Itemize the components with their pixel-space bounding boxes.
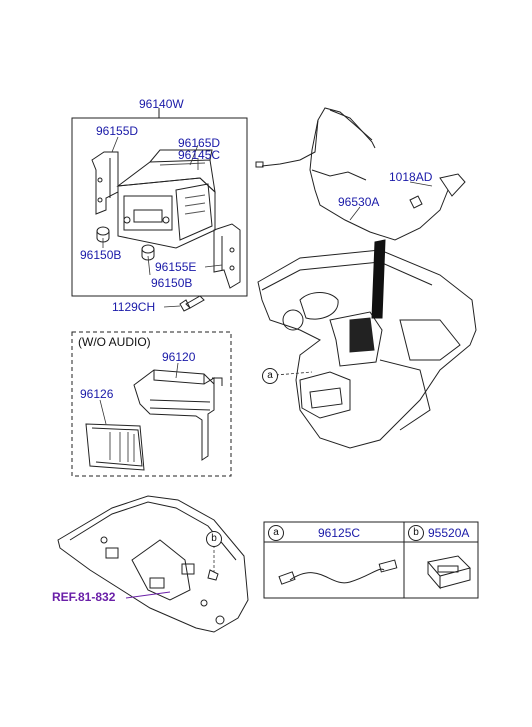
callout-marker-a: a xyxy=(262,368,278,384)
label-bolt: 1129CH xyxy=(112,300,156,314)
label-wo-audio-bracket: 96120 xyxy=(162,350,196,364)
label-screw-top: 96150B xyxy=(80,248,122,262)
wo-audio-bracket-drawing xyxy=(133,369,223,461)
label-antenna-cable: 96530A xyxy=(338,195,380,209)
pointer-arrow-graphic xyxy=(371,239,386,319)
label-bracket-right: 96155E xyxy=(155,260,197,274)
reference-link[interactable]: REF.81-832 xyxy=(52,590,116,604)
legend-cable-drawing xyxy=(278,559,398,585)
label-antenna-clip: 1018AD xyxy=(389,170,433,184)
legend-part-a: 96125C xyxy=(318,526,361,540)
head-unit-drawing xyxy=(116,149,216,249)
legend-marker-a: a xyxy=(268,525,284,541)
wo-audio-group-frame xyxy=(71,331,232,477)
label-knob-top: 96165D xyxy=(178,136,221,150)
label-knob-bottom: 96145C xyxy=(178,148,221,162)
right-bracket-drawing xyxy=(213,223,241,289)
label-screw-bottom: 96150B xyxy=(151,276,193,290)
dashboard-drawing xyxy=(257,249,477,449)
left-bracket-drawing xyxy=(91,151,119,215)
label-wo-audio-cover: 96126 xyxy=(80,387,114,401)
console-trim-drawing xyxy=(57,495,249,633)
legend-switch-drawing xyxy=(427,555,471,590)
legend-marker-b: b xyxy=(408,525,424,541)
antenna-harness-drawing xyxy=(255,107,466,241)
legend-part-b: 95520A xyxy=(428,526,470,540)
label-head-unit-assembly: 96140W xyxy=(139,97,184,111)
callout-marker-b: b xyxy=(206,531,222,547)
knob-right-drawing xyxy=(141,244,155,261)
legend-table xyxy=(263,521,479,599)
wo-audio-cover-drawing xyxy=(85,423,145,471)
label-bracket-left: 96155D xyxy=(96,124,139,138)
label-wo-audio-title: (W/O AUDIO) xyxy=(78,335,151,349)
bolt-drawing xyxy=(179,295,205,312)
